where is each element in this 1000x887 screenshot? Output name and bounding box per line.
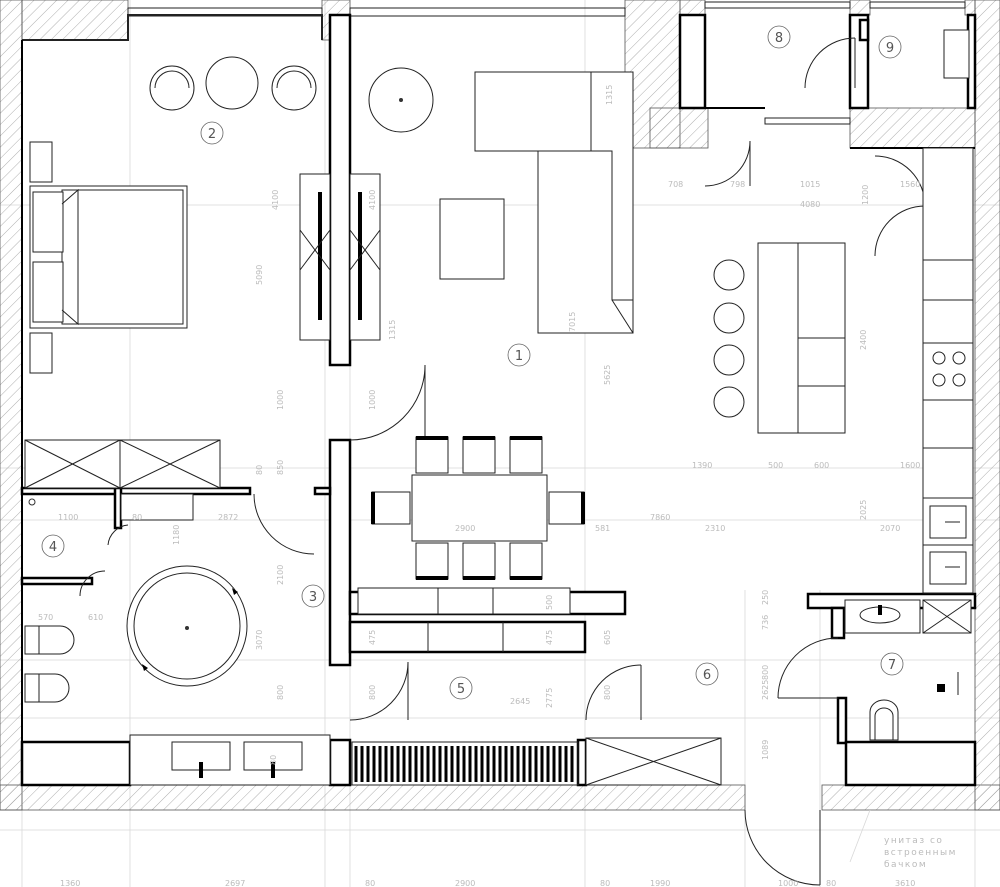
svg-text:3070: 3070	[255, 630, 264, 650]
svg-text:унитаз со: унитаз со	[884, 836, 943, 846]
svg-text:2400: 2400	[859, 330, 868, 350]
svg-text:4100: 4100	[271, 190, 280, 210]
svg-text:1990: 1990	[650, 879, 670, 887]
room-number-6: 6	[695, 662, 719, 686]
svg-text:2900: 2900	[455, 524, 475, 533]
room-number-8: 8	[767, 25, 791, 49]
svg-text:475: 475	[545, 630, 554, 645]
svg-text:1200: 1200	[861, 185, 870, 205]
svg-text:5090: 5090	[255, 265, 264, 285]
svg-text:1100: 1100	[58, 513, 78, 522]
outer-walls	[0, 0, 1000, 811]
room-number-2: 2	[200, 121, 224, 145]
room-number-4: 4	[41, 534, 65, 558]
svg-text:1: 1	[515, 349, 523, 364]
svg-text:2625: 2625	[761, 680, 770, 700]
svg-text:250: 250	[761, 590, 770, 605]
svg-text:1360: 1360	[60, 879, 80, 887]
svg-text:1000: 1000	[778, 879, 798, 887]
wc	[844, 599, 972, 741]
svg-text:9: 9	[886, 41, 894, 56]
svg-text:1560: 1560	[900, 180, 920, 189]
svg-text:850: 850	[276, 460, 285, 475]
room-number-1: 1	[507, 343, 531, 367]
storage-box	[585, 737, 722, 786]
svg-text:1000: 1000	[276, 390, 285, 410]
svg-text:8: 8	[775, 31, 783, 46]
svg-text:798: 798	[730, 180, 745, 189]
kitchen	[713, 147, 974, 594]
svg-text:4100: 4100	[368, 190, 377, 210]
svg-text:1089: 1089	[761, 740, 770, 760]
svg-text:800: 800	[603, 685, 612, 700]
living-room	[368, 67, 634, 334]
svg-text:2070: 2070	[880, 524, 900, 533]
svg-text:2025: 2025	[859, 500, 868, 520]
svg-text:2775: 2775	[545, 688, 554, 708]
wardrobes	[299, 173, 381, 341]
svg-text:80: 80	[365, 879, 375, 887]
svg-text:7015: 7015	[568, 312, 577, 332]
svg-text:708: 708	[668, 180, 683, 189]
radiator	[351, 741, 579, 786]
svg-text:3: 3	[309, 590, 317, 605]
toilet-note: унитаз со встроенным бачком	[849, 809, 957, 870]
svg-text:2310: 2310	[705, 524, 725, 533]
svg-text:встроенным: встроенным	[884, 848, 957, 858]
svg-text:бачком: бачком	[884, 860, 927, 870]
room-number-3: 3	[301, 584, 325, 608]
svg-text:2645: 2645	[510, 697, 530, 706]
room-numbers: 1 2 3 4 5 6 7 8 9	[41, 25, 904, 700]
svg-text:475: 475	[368, 630, 377, 645]
svg-text:1315: 1315	[605, 85, 614, 105]
svg-text:80: 80	[132, 513, 142, 522]
doors	[79, 37, 926, 886]
svg-text:1015: 1015	[800, 180, 820, 189]
svg-text:500: 500	[545, 595, 554, 610]
svg-text:1315: 1315	[388, 320, 397, 340]
svg-text:7: 7	[888, 658, 896, 673]
svg-text:1600: 1600	[900, 461, 920, 470]
svg-text:80: 80	[255, 465, 264, 475]
svg-text:80: 80	[826, 879, 836, 887]
svg-text:1000: 1000	[368, 390, 377, 410]
svg-text:736: 736	[761, 615, 770, 630]
svg-text:80: 80	[600, 879, 610, 887]
svg-text:2697: 2697	[225, 879, 245, 887]
svg-text:581: 581	[595, 524, 610, 533]
room-number-5: 5	[449, 676, 473, 700]
svg-text:5: 5	[457, 682, 465, 697]
svg-text:7860: 7860	[650, 513, 670, 522]
room-number-7: 7	[880, 652, 904, 676]
svg-text:605: 605	[603, 630, 612, 645]
svg-text:610: 610	[88, 613, 103, 622]
dimension-labels: 4100 5090 4100 1315 1000 1000 850 80 708…	[38, 85, 920, 887]
svg-text:80: 80	[269, 755, 278, 765]
small-rooms-top	[943, 29, 970, 79]
bedroom	[24, 56, 317, 489]
svg-text:2872: 2872	[218, 513, 238, 522]
svg-text:3610: 3610	[895, 879, 915, 887]
svg-text:800: 800	[761, 665, 770, 680]
svg-text:1390: 1390	[692, 461, 712, 470]
svg-text:6: 6	[703, 668, 711, 683]
svg-text:5625: 5625	[603, 365, 612, 385]
svg-text:570: 570	[38, 613, 53, 622]
svg-text:4080: 4080	[800, 200, 820, 209]
bathroom	[24, 493, 331, 786]
svg-text:800: 800	[276, 685, 285, 700]
dining	[357, 436, 585, 652]
svg-text:1180: 1180	[172, 525, 181, 545]
svg-text:600: 600	[814, 461, 829, 470]
svg-text:800: 800	[368, 685, 377, 700]
svg-text:2: 2	[208, 127, 216, 142]
svg-text:4: 4	[49, 540, 57, 555]
svg-text:500: 500	[768, 461, 783, 470]
room-number-9: 9	[878, 35, 902, 59]
svg-text:2100: 2100	[276, 565, 285, 585]
svg-text:2900: 2900	[455, 879, 475, 887]
